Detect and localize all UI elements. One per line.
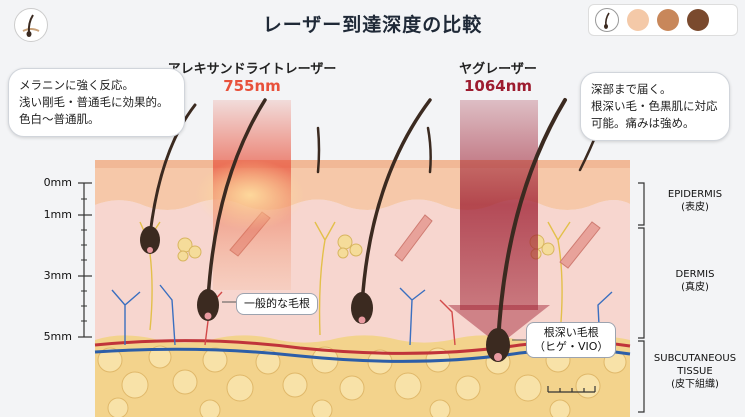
callout-line: 根深い毛・色黒肌に対応: [591, 99, 718, 113]
callout-line: 可能。痛みは強め。: [591, 116, 695, 130]
hair-follicle-icon-small: [595, 8, 619, 32]
deep-root-line: 根深い毛根: [543, 326, 599, 339]
epidermis-label: EPIDERMIS (表皮): [648, 188, 742, 214]
alexandrite-callout: メラニンに強く反応。 浅い剛毛・普通毛に効果的。 色白〜普通肌。: [8, 68, 185, 137]
depth-label: 3mm: [43, 269, 72, 282]
deep-root-label: 根深い毛根 （ヒゲ・VIO）: [526, 322, 617, 358]
epidermis-layer: [95, 162, 630, 211]
alexandrite-laser-label: アレキサンドライトレーザー: [167, 62, 337, 77]
callout-line: 浅い剛毛・普通毛に効果的。: [19, 95, 169, 109]
subcutaneous-label: SUBCUTANEOUS TISSUE (皮下組織): [648, 352, 742, 391]
callout-line: 色白〜普通肌。: [19, 112, 100, 126]
layer-name-ja: (皮下組織): [671, 379, 719, 390]
skin-tone-palette: [588, 4, 738, 36]
yag-callout: 深部まで届く。 根深い毛・色黒肌に対応 可能。痛みは強め。: [580, 72, 730, 141]
skin-tone-swatch-light: [627, 9, 649, 31]
layer-name-ja: (表皮): [681, 202, 709, 213]
yag-wavelength: 1064nm: [463, 77, 533, 95]
depth-label: 5mm: [43, 330, 72, 343]
page-title: レーザー到達深度の比較: [262, 14, 483, 36]
depth-label: 0mm: [43, 176, 72, 189]
skin-tone-swatch-dark: [687, 9, 709, 31]
normal-root-label: 一般的な毛根: [236, 293, 318, 315]
layer-name: DERMIS: [675, 269, 715, 280]
hair-follicle-icon: [14, 8, 48, 42]
skin-tone-swatch-medium: [657, 9, 679, 31]
callout-line: 深部まで届く。: [591, 82, 672, 96]
layer-name: SUBCUTANEOUS: [653, 353, 737, 364]
yag-laser-label: ヤグレーザー: [459, 62, 537, 77]
layer-name: TISSUE: [677, 366, 713, 377]
deep-root-line: （ヒゲ・VIO）: [534, 340, 609, 353]
layer-name-ja: (真皮): [681, 282, 709, 293]
alexandrite-wavelength: 755nm: [223, 77, 281, 95]
yag-laser-beam: [460, 100, 538, 310]
depth-label: 1mm: [43, 208, 72, 221]
callout-line: メラニンに強く反応。: [19, 78, 134, 92]
layer-name: EPIDERMIS: [667, 189, 723, 200]
dermis-label: DERMIS (真皮): [648, 268, 742, 294]
